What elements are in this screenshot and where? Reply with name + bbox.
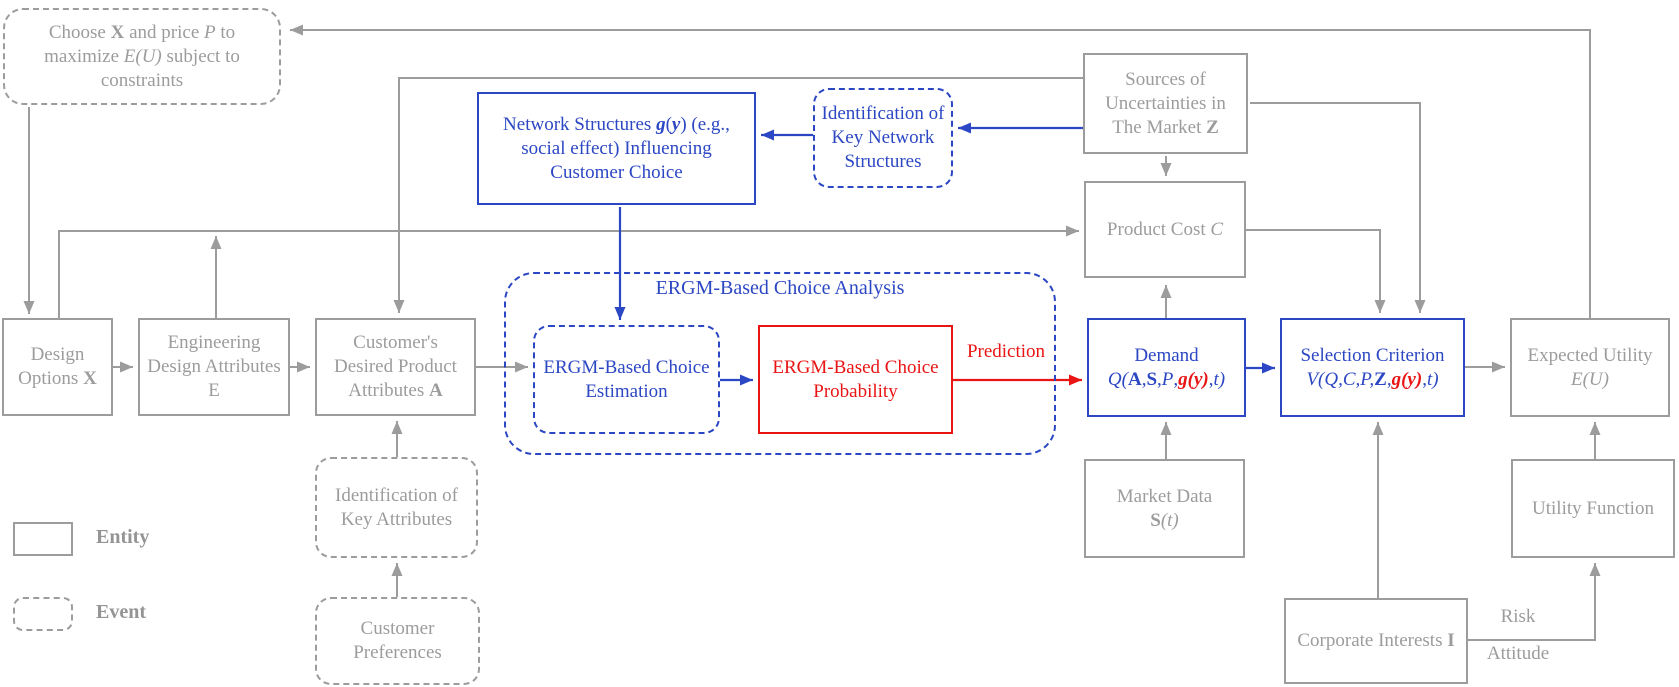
node-demand: Demand Q(A,S,P,g(y),t): [1087, 318, 1246, 417]
arrow-uncertainties-to-selection: [1250, 102, 1426, 313]
node-engineering-design-attributes-label: Engineering Design Attributes E: [147, 332, 281, 401]
legend-event-label: Event: [96, 601, 146, 623]
node-demand-formula: Q(A,S,P,g(y),t): [1107, 368, 1226, 390]
legend-entity-swatch: [13, 522, 73, 556]
node-corporate-interests-label: Corporate Interests I: [1297, 630, 1455, 651]
node-expected-utility: Expected Utility E(U): [1510, 318, 1670, 417]
node-ident-key-network-structures: Identification of Key Network Structures: [813, 88, 953, 188]
node-expected-utility-title: Expected Utility: [1527, 344, 1653, 366]
node-sources-of-uncertainties-label: Sources of Uncertainties in The Market Z: [1105, 68, 1226, 138]
legend-event-swatch: [13, 597, 73, 631]
node-choose-x-price: Choose X and price P to maximize E(U) su…: [3, 8, 281, 105]
node-demand-title: Demand: [1134, 344, 1199, 366]
edge-label-attitude: Attitude: [1486, 643, 1550, 664]
node-customer-preferences: Customer Preferences: [315, 597, 480, 685]
legend-entity-label: Entity: [96, 526, 150, 548]
node-utility-function: Utility Function: [1511, 459, 1675, 558]
arrow-product-cost-to-selection: [1246, 229, 1386, 313]
node-selection-criterion-formula: V(Q,C,P,Z,g(y),t): [1306, 368, 1439, 390]
arrow-design-options-to-product-cost: [58, 225, 1079, 318]
arrow-expected-utility-to-choose: [290, 24, 1591, 318]
node-network-structures: Network Structures g(y) (e.g., social ef…: [477, 92, 756, 205]
edge-label-prediction: Prediction: [966, 341, 1046, 362]
node-ergm-choice-probability: ERGM-Based Choice Probability: [758, 325, 953, 434]
node-ergm-choice-estimation-label: ERGM-Based Choice Estimation: [543, 356, 710, 402]
node-engineering-design-attributes: Engineering Design Attributes E: [138, 318, 290, 416]
node-ergm-choice-estimation: ERGM-Based Choice Estimation: [533, 325, 720, 434]
ergm-analysis-group-title: ERGM-Based Choice Analysis: [655, 277, 905, 299]
node-market-data-title: Market Data: [1116, 485, 1213, 507]
node-customer-desired-attributes: Customer's Desired Product Attributes A: [315, 318, 476, 416]
node-choose-x-price-label: Choose X and price P to maximize E(U) su…: [44, 21, 240, 91]
node-corporate-interests: Corporate Interests I: [1284, 598, 1468, 684]
node-ident-key-attributes-label: Identification of Key Attributes: [335, 484, 458, 530]
node-expected-utility-formula: E(U): [1571, 368, 1609, 390]
node-design-options-label: Design Options X: [18, 344, 97, 389]
node-ident-key-attributes: Identification of Key Attributes: [315, 457, 478, 558]
node-ident-key-network-structures-label: Identification of Key Network Structures: [821, 103, 945, 172]
node-product-cost: Product Cost C: [1084, 181, 1246, 278]
ergm-analysis-group: ERGM-Based Choice Analysis: [504, 272, 1056, 455]
node-selection-criterion: Selection Criterion V(Q,C,P,Z,g(y),t): [1280, 318, 1465, 417]
node-customer-preferences-label: Customer Preferences: [353, 618, 442, 663]
node-product-cost-label: Product Cost C: [1106, 218, 1224, 240]
node-sources-of-uncertainties: Sources of Uncertainties in The Market Z: [1083, 53, 1248, 154]
node-network-structures-label: Network Structures g(y) (e.g., social ef…: [503, 113, 730, 183]
arrow-corporate-to-utility-function: [1468, 563, 1601, 641]
edge-label-risk: Risk: [1500, 606, 1536, 627]
node-design-options: Design Options X: [2, 318, 113, 416]
node-selection-criterion-title: Selection Criterion: [1300, 344, 1445, 366]
arrow-uncertainties-to-customer-attrs: [393, 77, 1083, 313]
node-ergm-choice-probability-label: ERGM-Based Choice Probability: [772, 356, 939, 402]
node-utility-function-label: Utility Function: [1532, 497, 1654, 519]
node-market-data-formula: S(t): [1150, 509, 1179, 531]
node-market-data: Market Data S(t): [1084, 459, 1245, 558]
node-customer-desired-attributes-label: Customer's Desired Product Attributes A: [334, 332, 457, 401]
